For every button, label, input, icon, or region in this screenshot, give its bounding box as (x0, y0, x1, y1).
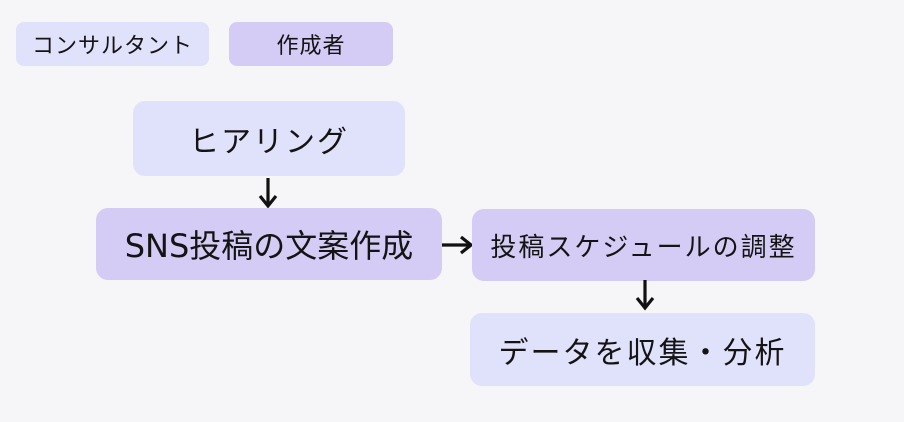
node-data-collect-analyze: データを収集・分析 (470, 313, 815, 386)
node-hearing: ヒアリング (133, 101, 405, 176)
arrow-down-schedule-to-data-analysis-icon (631, 279, 659, 311)
legend-creator-label: 作成者 (229, 22, 393, 66)
legend-consultant-label: コンサルタント (16, 22, 209, 66)
node-posting-schedule: 投稿スケジュールの調整 (472, 209, 815, 281)
arrow-down-hearing-to-sns-draft-icon (254, 177, 282, 209)
node-sns-post-draft: SNS投稿の文案作成 (96, 208, 442, 280)
arrow-right-sns-draft-to-schedule-icon (441, 231, 473, 259)
